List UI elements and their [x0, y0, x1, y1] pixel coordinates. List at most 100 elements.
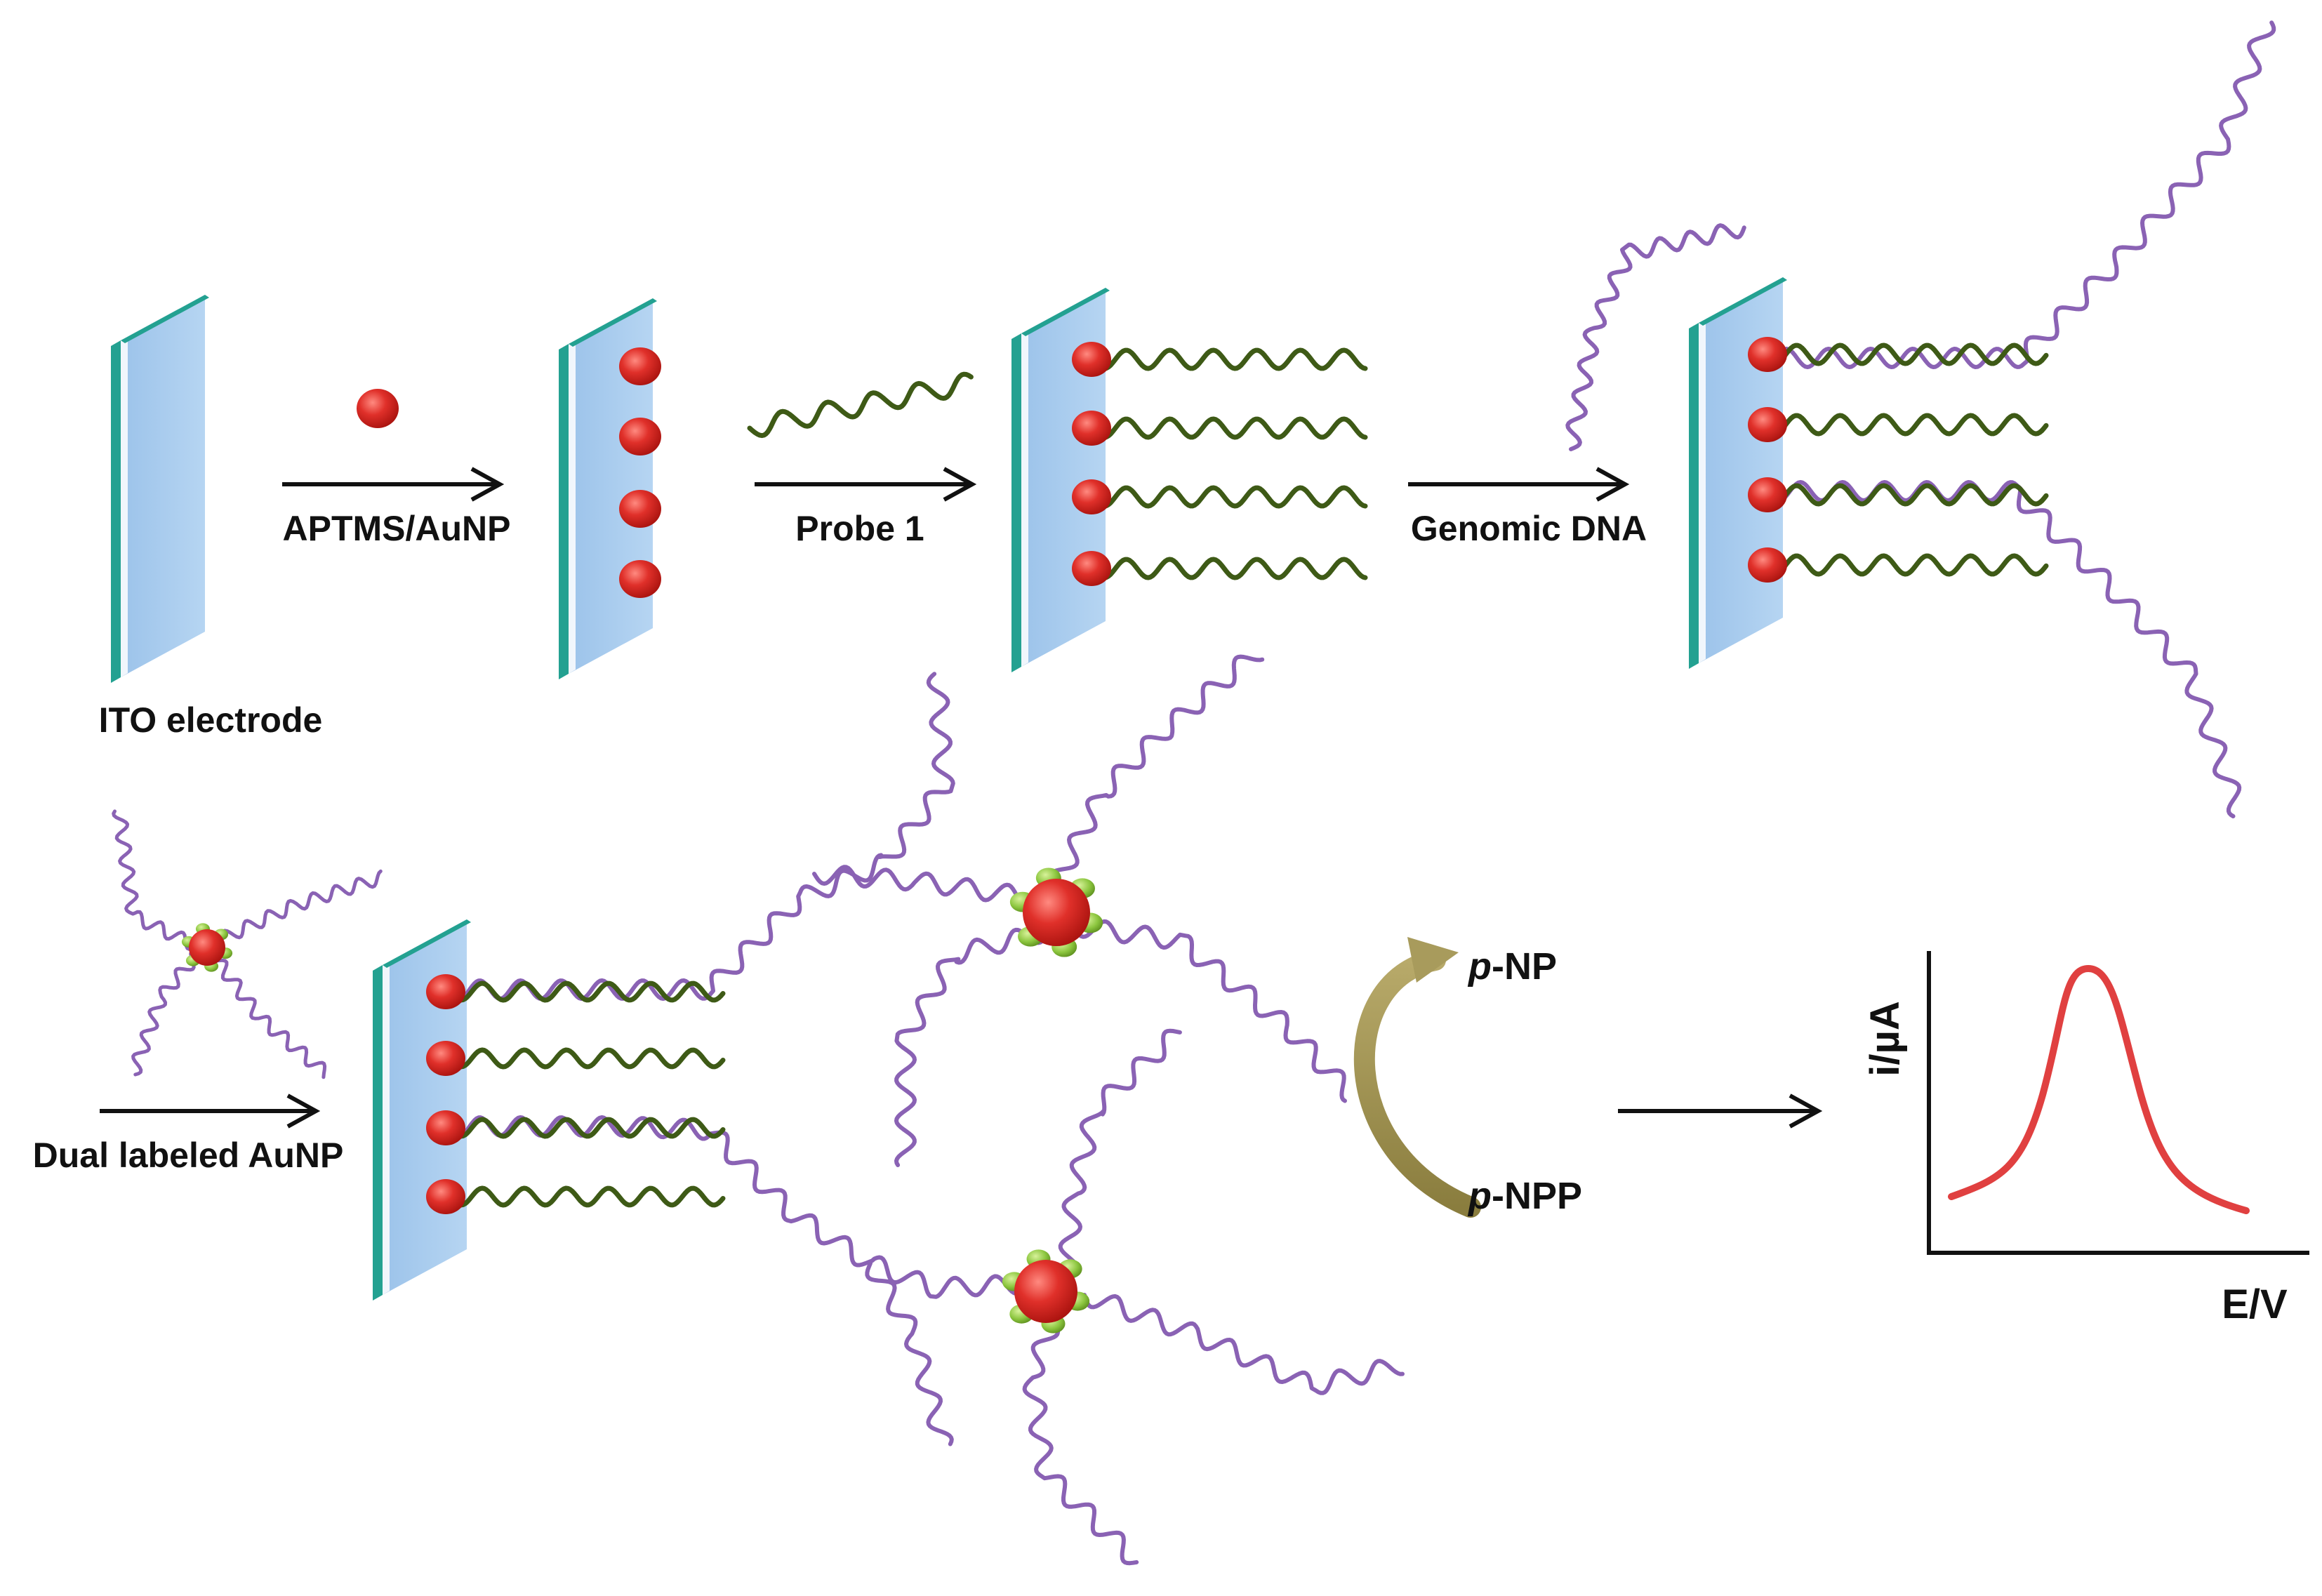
- hybrid-probe-strand-0: [1761, 343, 2049, 366]
- electrode-top-edge: [121, 295, 209, 343]
- probe-strand-0: [1091, 347, 1368, 371]
- hybrid-probe-strand-2: [1761, 483, 2049, 507]
- surface-nanoparticle-3: [619, 560, 661, 598]
- electrode-highlight: [569, 340, 576, 674]
- final-probe-strand-1: [448, 1047, 726, 1070]
- genomic-dna-label: Genomic DNA: [1411, 509, 1647, 548]
- electrode-edge: [1689, 323, 1699, 669]
- dual-labeled-aunp-label: Dual labeled AuNP: [33, 1136, 344, 1175]
- hybrid-nanoparticle-2: [1748, 477, 1787, 512]
- complex-dual-aunp-top: [1009, 867, 1103, 957]
- electrode-edge: [1011, 333, 1021, 672]
- free-probe-strand: [747, 371, 974, 439]
- dual-strand-c: [131, 948, 202, 1077]
- hybrid-probe-strand-1: [1761, 413, 2049, 437]
- pnp-suffix: -NP: [1492, 945, 1557, 987]
- electrodes-layer: [111, 277, 1787, 1301]
- final-nanoparticle-1: [426, 1041, 465, 1076]
- nanoparticles-layer: [181, 337, 1787, 1334]
- pnp-prefix: p: [1467, 945, 1492, 987]
- electrode-hybrid-icon: [1689, 277, 1787, 669]
- complex-arm-up2: [1058, 1028, 1182, 1279]
- final-probe-strand-2: [448, 1117, 726, 1139]
- electrode-highlight: [1699, 319, 1706, 663]
- arrow-step4: [100, 1093, 321, 1129]
- x-axis-label: E/V: [2222, 1282, 2288, 1327]
- ito-electrode-icon: [111, 295, 209, 683]
- final-nanoparticle-0: [426, 974, 465, 1009]
- pnpp-label: p-NPP: [1467, 1175, 1582, 1217]
- peak-curve: [1948, 964, 2250, 1214]
- curved-reaction-arrow-icon: [1353, 937, 1481, 1218]
- complex-arm-up: [1044, 654, 1265, 907]
- probe-nanoparticle-2: [1072, 479, 1111, 514]
- probe1-label: Probe 1: [795, 509, 924, 548]
- dual-strand-d: [206, 949, 327, 1079]
- final-probe-strand-0: [448, 980, 726, 1003]
- arrow-step1: [282, 467, 505, 502]
- gold-nanoparticle-core: [1023, 879, 1090, 946]
- hybrid-nanoparticle-3: [1748, 547, 1787, 583]
- complex-dual-aunp-bottom: [1002, 1249, 1090, 1334]
- complex-genomic-strand-2: [447, 1115, 1021, 1299]
- probe-strand-3: [1091, 557, 1368, 580]
- arrow-step2: [755, 467, 977, 502]
- dual-labeled-aunp-small-icon: [181, 923, 233, 972]
- arrows-layer: [100, 467, 1823, 1129]
- genomic-strand-top: [1753, 20, 2276, 369]
- final-nanoparticle-3: [426, 1179, 465, 1214]
- ito-electrode-label: ITO electrode: [99, 700, 323, 740]
- arrow-head: [470, 467, 505, 502]
- pnpp-prefix: p: [1467, 1175, 1492, 1217]
- electrode-top-edge: [1699, 277, 1787, 326]
- probe-dna-layer: [448, 343, 2049, 1208]
- electrode-edge: [373, 965, 383, 1301]
- electrode-edge: [111, 340, 121, 683]
- electrode-final-icon: [373, 919, 471, 1301]
- gold-nanoparticle-core: [1014, 1260, 1077, 1323]
- complex-genomic-strand-1b: [812, 865, 1042, 908]
- complex-arm-right2: [1082, 1293, 1405, 1395]
- electrode-top-edge: [383, 919, 471, 968]
- voltammogram-peak-icon: [1927, 951, 2309, 1255]
- dual-strand-a: [112, 809, 209, 953]
- complex-arm-down-left: [865, 1261, 954, 1447]
- electrode-top-edge: [569, 298, 657, 347]
- probe-nanoparticle-0: [1072, 342, 1111, 377]
- arrow-head: [286, 1093, 321, 1129]
- electrode-highlight: [383, 961, 390, 1295]
- arrow-head: [943, 467, 977, 502]
- surface-nanoparticle-1: [619, 418, 661, 455]
- aptms-aunp-label: APTMS/AuNP: [283, 509, 511, 548]
- genomic-dna-layer: [112, 20, 2276, 1566]
- arrow-step3: [1408, 467, 1630, 502]
- y-axis-line: [1927, 951, 2309, 1255]
- free-genomic-strand: [1565, 223, 1746, 451]
- surface-nanoparticle-0: [619, 347, 661, 385]
- pnpp-suffix: -NPP: [1492, 1175, 1582, 1217]
- complex-arm-left: [894, 917, 1069, 1167]
- complex-arm-down2: [1022, 1300, 1139, 1566]
- pnp-label: p-NP: [1467, 945, 1557, 987]
- probe-strand-1: [1091, 416, 1368, 440]
- electrode-face: [1699, 277, 1783, 663]
- probe-nanoparticle-3: [1072, 551, 1111, 586]
- y-axis-label: i/µA: [1862, 1001, 1908, 1077]
- electrode-top-edge: [1021, 288, 1110, 336]
- arrow-head: [1789, 1093, 1823, 1129]
- electrode-highlight: [1021, 329, 1028, 667]
- complex-arm-right: [1072, 919, 1347, 1103]
- dual-strand-b: [208, 869, 383, 950]
- gold-nanoparticle-core: [189, 929, 225, 966]
- electrode-face: [383, 919, 467, 1295]
- electrode-face: [121, 295, 205, 677]
- hybrid-nanoparticle-0: [1748, 337, 1787, 372]
- electrode-edge: [559, 344, 569, 679]
- surface-nanoparticle-2: [619, 490, 661, 528]
- probe-strand-2: [1091, 485, 1368, 509]
- complex-genomic-strand-1: [447, 672, 955, 1001]
- free-nanoparticle-icon: [357, 389, 399, 428]
- hybrid-nanoparticle-1: [1748, 407, 1787, 442]
- electrode-highlight: [121, 336, 128, 677]
